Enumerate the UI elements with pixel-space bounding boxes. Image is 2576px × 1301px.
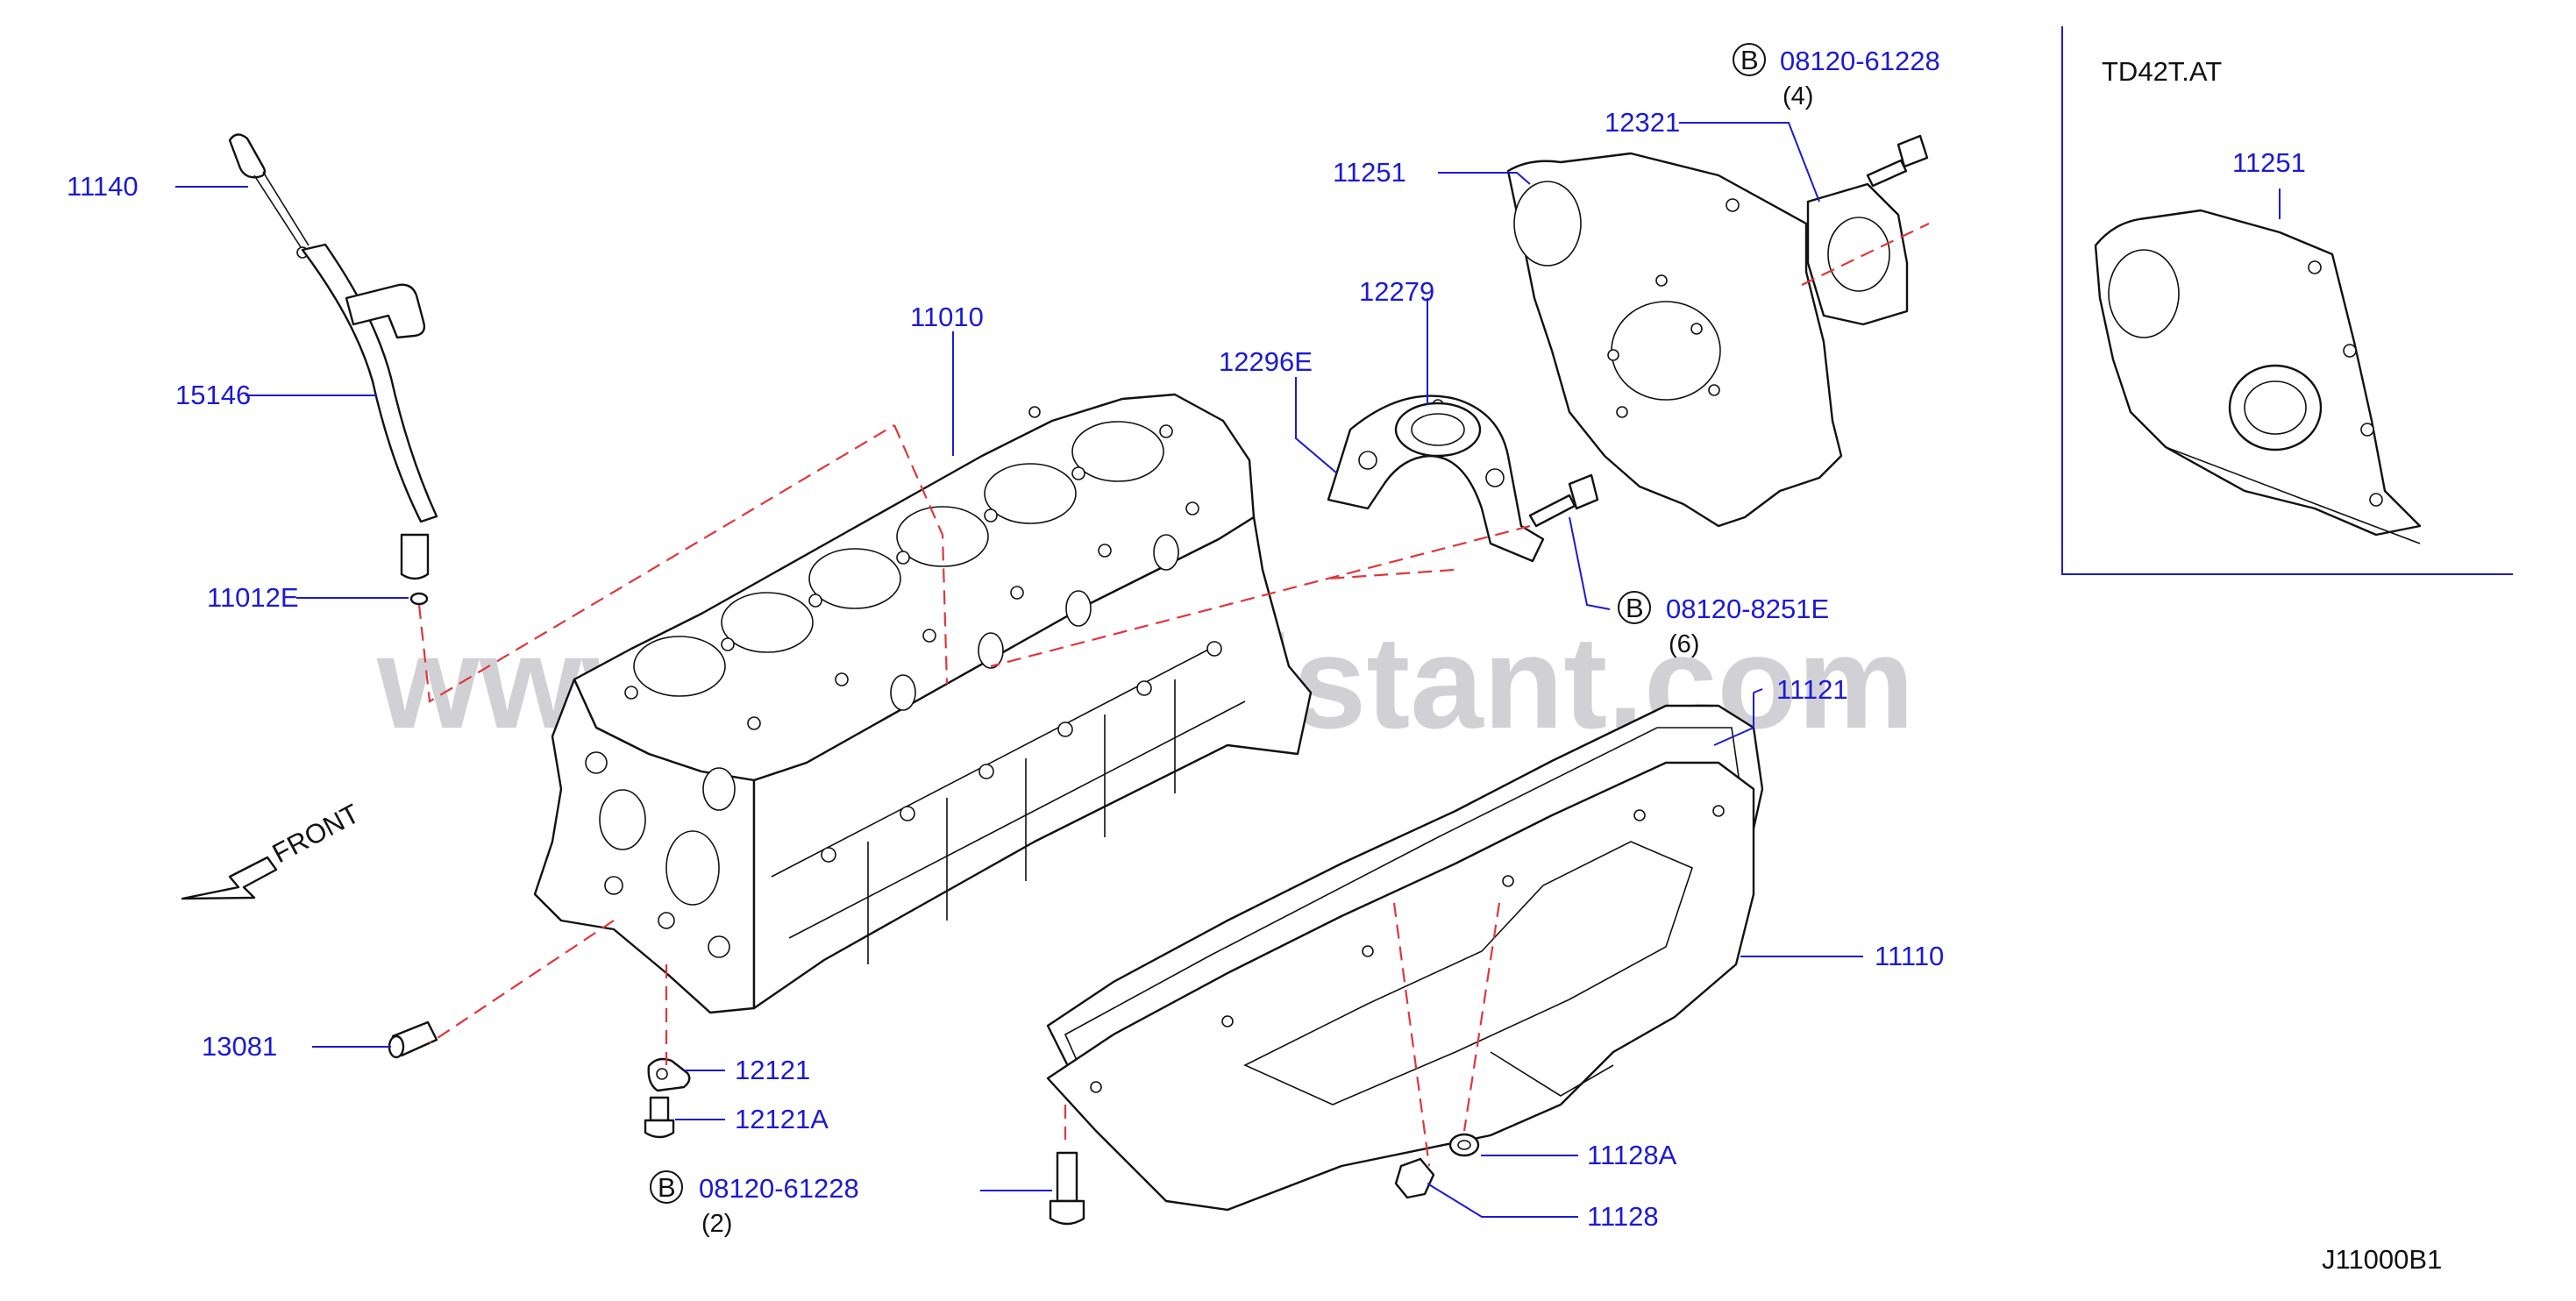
oil-pan[interactable] bbox=[1046, 761, 1755, 1212]
inset-frame bbox=[2061, 26, 2513, 575]
label-11251[interactable]: 11251 bbox=[1333, 157, 1406, 188]
label-11010[interactable]: 11010 bbox=[910, 302, 984, 332]
bracket-12121[interactable] bbox=[647, 1057, 691, 1092]
label-11251-td42t-at[interactable]: 11251 bbox=[2232, 147, 2306, 178]
drain-plug[interactable] bbox=[1394, 1157, 1435, 1199]
badge-b: B bbox=[658, 1172, 676, 1203]
bolt-part-number[interactable]: 08120-8251E bbox=[1666, 594, 1829, 624]
front-label: FRONT bbox=[267, 798, 365, 869]
label-11110[interactable]: 11110 bbox=[1875, 941, 1944, 971]
label-11121[interactable]: 11121 bbox=[1776, 674, 1848, 705]
callout-08120-8251e[interactable]: B 08120-8251E (6) bbox=[1618, 591, 1829, 658]
label-11140[interactable]: 11140 bbox=[67, 171, 139, 202]
rear-plate-td42t-at[interactable] bbox=[2094, 209, 2422, 544]
water-drain-plug[interactable] bbox=[388, 1020, 438, 1059]
bolt-08120-61228-top[interactable] bbox=[1866, 134, 1929, 188]
front-arrow: FRONT bbox=[181, 798, 365, 900]
oil-level-gauge[interactable] bbox=[228, 133, 310, 259]
variant-label: TD42T.AT bbox=[2102, 56, 2222, 87]
diagram-id: J11000B1 bbox=[2322, 1244, 2442, 1275]
label-12321[interactable]: 12321 bbox=[1605, 107, 1680, 138]
leader-lines bbox=[175, 122, 2281, 1218]
oil-level-gauge-guide[interactable] bbox=[301, 243, 438, 580]
rear-plate-gasket[interactable] bbox=[1806, 182, 1909, 326]
callout-08120-61228-top[interactable]: B 08120-61228 (4) bbox=[1733, 43, 1940, 110]
bolt-part-number[interactable]: 08120-61228 bbox=[699, 1173, 859, 1204]
label-15146[interactable]: 15146 bbox=[175, 380, 251, 410]
rear-plate[interactable] bbox=[1506, 152, 1843, 528]
label-12296e[interactable]: 12296E bbox=[1219, 346, 1313, 377]
label-13081[interactable]: 13081 bbox=[202, 1031, 277, 1062]
bolt-12121a[interactable] bbox=[644, 1096, 675, 1139]
bolt-08120-61228-bottom[interactable] bbox=[1049, 1151, 1085, 1226]
bolt-quantity: (4) bbox=[1783, 82, 1813, 110]
bolt-quantity: (6) bbox=[1669, 630, 1699, 658]
bolt-08120-8251e[interactable] bbox=[1528, 473, 1599, 528]
label-11128a[interactable]: 11128A bbox=[1587, 1140, 1677, 1170]
badge-b: B bbox=[1740, 45, 1759, 75]
cylinder-block[interactable] bbox=[533, 393, 1313, 1014]
alignment-lines bbox=[417, 223, 1930, 1167]
badge-b: B bbox=[1626, 593, 1644, 623]
label-11128[interactable]: 11128 bbox=[1587, 1201, 1659, 1232]
o-ring[interactable] bbox=[409, 592, 429, 606]
rear-oil-seal[interactable] bbox=[1394, 402, 1482, 458]
rear-oil-seal-retainer[interactable] bbox=[1327, 395, 1545, 563]
label-12279[interactable]: 12279 bbox=[1359, 276, 1434, 307]
label-12121a[interactable]: 12121A bbox=[735, 1104, 829, 1134]
bolt-part-number[interactable]: 08120-61228 bbox=[1780, 46, 1940, 76]
callout-08120-61228-bottom[interactable]: B 08120-61228 (2) bbox=[650, 1170, 859, 1238]
label-12121[interactable]: 12121 bbox=[735, 1055, 810, 1085]
label-11012e[interactable]: 11012E bbox=[207, 582, 299, 613]
bolt-quantity: (2) bbox=[701, 1210, 732, 1238]
